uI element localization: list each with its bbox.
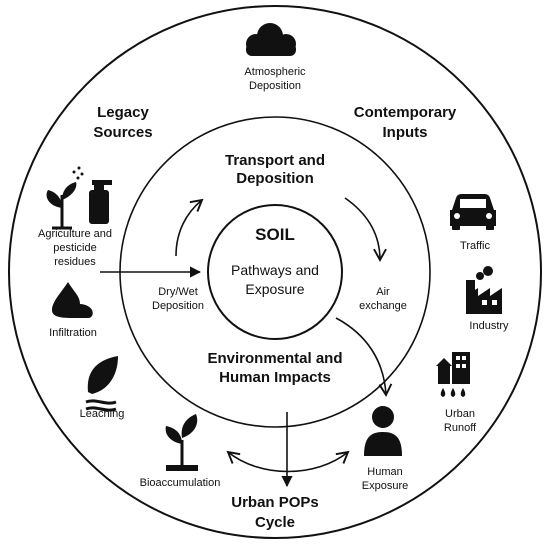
human-exposure-label-line1: Human	[367, 466, 403, 478]
sprout-icon	[165, 414, 198, 471]
leaching-icon	[85, 356, 118, 412]
outer-ring	[8, 5, 542, 539]
urban-runoff-icon	[436, 352, 470, 397]
transport-curve-arrow	[175, 198, 204, 257]
contemporary-label-line2: Inputs	[382, 124, 428, 141]
infiltration-label: Infiltration	[49, 327, 97, 339]
impacts-label-line1: Environmental and	[207, 350, 343, 367]
agriculture-label-line3: residues	[54, 256, 96, 268]
cycle-label-line1: Urban POPs	[231, 494, 319, 511]
human-icon	[364, 406, 402, 456]
legacy-label-line2: Sources	[93, 124, 153, 141]
atmospheric-label-line1: Atmospheric	[244, 66, 306, 78]
legacy-label-line1: Legacy	[97, 104, 149, 121]
transport-label-line1: Transport and	[224, 152, 325, 169]
drywet-label-line1: Dry/Wet	[158, 286, 198, 298]
agriculture-label-line2: pesticide	[53, 242, 97, 254]
inner-ring	[207, 204, 343, 340]
cycle-label-line2: Cycle	[254, 514, 296, 531]
air-exchange-label-line1: Air	[376, 286, 390, 298]
urban-runoff-label-line2: Runoff	[443, 422, 477, 434]
center-subtitle-line1: Pathways and	[231, 262, 319, 278]
industry-label: Industry	[469, 320, 509, 332]
car-icon	[450, 194, 496, 230]
contemporary-label-line1: Contemporary	[353, 104, 457, 121]
air-exchange-label-line2: exchange	[359, 300, 407, 312]
air-exchange-curve-arrow	[344, 197, 387, 262]
human-exposure-label-line2: Exposure	[361, 480, 409, 492]
impacts-label-line2: Human Impacts	[219, 369, 331, 386]
urban-runoff-label-line1: Urban	[445, 408, 475, 420]
leaching-label: Leaching	[79, 408, 125, 420]
transport-label-line2: Deposition	[236, 170, 314, 187]
soil-to-human-arrow	[335, 317, 393, 397]
factory-icon	[466, 266, 502, 314]
plant-spray-icon	[46, 166, 112, 230]
bidirectional-arrow	[226, 450, 350, 473]
center-title: SOIL	[255, 225, 295, 244]
center-subtitle-line2: Exposure	[245, 281, 305, 297]
infiltration-icon	[52, 282, 93, 318]
atmospheric-label-line2: Deposition	[249, 80, 301, 92]
drywet-label-line2: Deposition	[152, 300, 204, 312]
bioaccumulation-label: Bioaccumulation	[139, 477, 221, 489]
agriculture-label-line1: Agriculture and	[38, 228, 112, 240]
cloud-icon	[246, 23, 296, 56]
traffic-label: Traffic	[460, 240, 490, 252]
